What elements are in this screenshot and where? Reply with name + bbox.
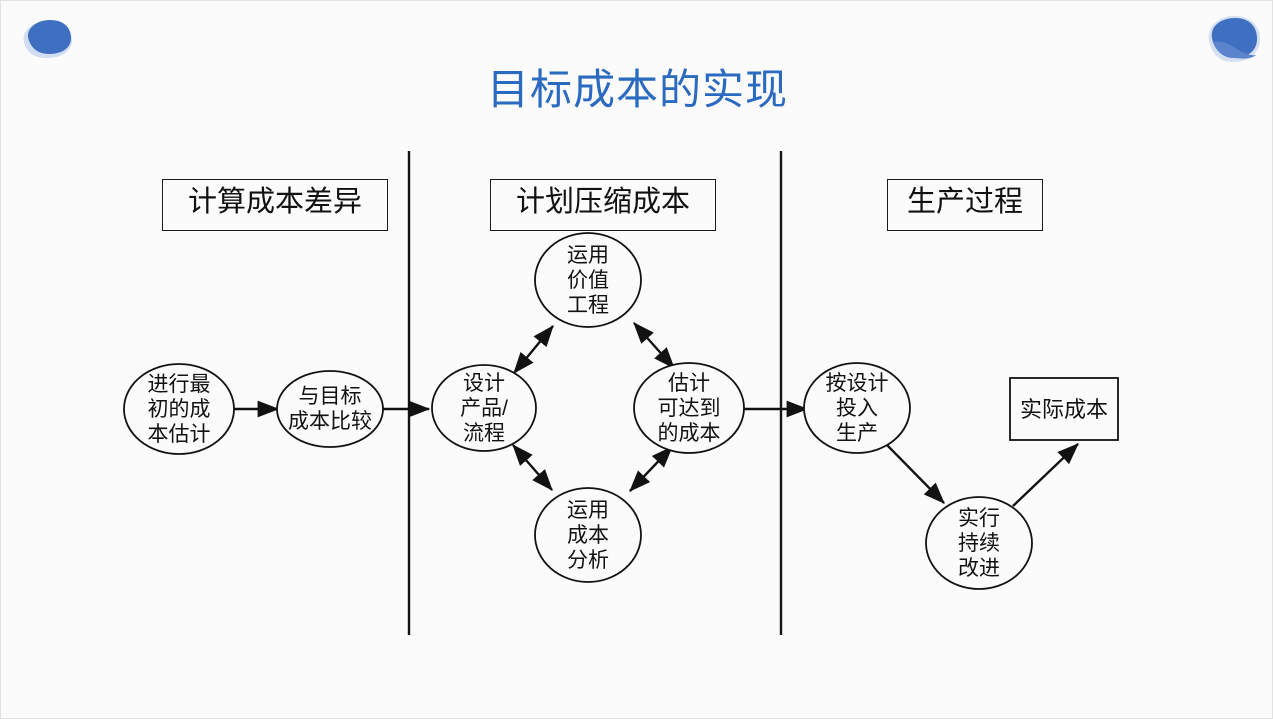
node-actual-cost bbox=[1009, 377, 1119, 441]
connector-value-engineering-to-achievable bbox=[633, 322, 675, 369]
blob-top-left-icon bbox=[23, 20, 72, 58]
phase-header-production: 生产过程 bbox=[887, 179, 1043, 231]
phase-header-calculate: 计算成本差异 bbox=[162, 179, 388, 231]
connector-design-to-cost-analysis bbox=[512, 444, 553, 491]
blob-top-right-icon bbox=[1208, 16, 1260, 62]
connector-improvement-to-actual-cost bbox=[1012, 443, 1079, 507]
node-achievable-cost bbox=[633, 362, 745, 454]
node-compare-target-cost bbox=[276, 370, 384, 448]
phase-header-plan: 计划压缩成本 bbox=[490, 179, 716, 231]
node-initial-estimate bbox=[123, 363, 235, 455]
node-cost-analysis bbox=[534, 487, 642, 583]
connector-production-to-improvement bbox=[885, 443, 945, 504]
node-design-product-process bbox=[431, 364, 537, 452]
node-start-production bbox=[803, 362, 911, 454]
page-title: 目标成本的实现 bbox=[486, 66, 788, 113]
node-continuous-improvement bbox=[925, 496, 1033, 590]
connector-design-to-value-engineering bbox=[513, 325, 554, 374]
connector-cost-analysis-to-achievable bbox=[629, 446, 673, 492]
node-value-engineering bbox=[534, 232, 642, 328]
